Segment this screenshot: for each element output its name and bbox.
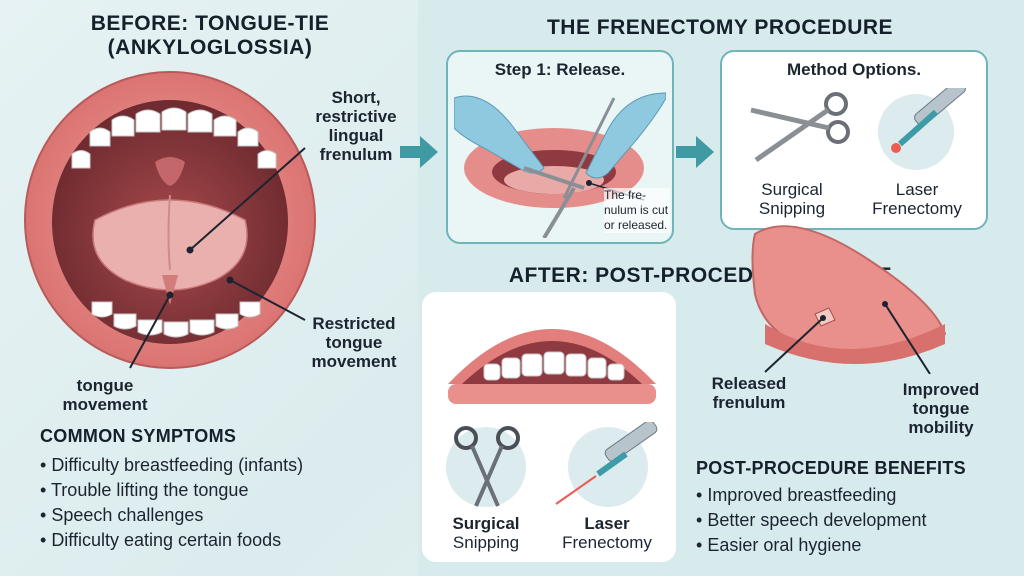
methods-panel: Method Options. Surgical Snipping Laser … <box>720 50 988 230</box>
benefits-list: Improved breastfeeding Better speech dev… <box>696 483 1016 558</box>
after-laser-label: Laser Frenectomy <box>562 514 652 552</box>
symptoms-section: COMMON SYMPTOMS Difficulty breastfeeding… <box>40 426 400 553</box>
arrow-right-icon <box>676 136 714 168</box>
tongue-tie-mouth-illustration <box>24 71 316 369</box>
list-item: Trouble lifting the tongue <box>40 478 400 503</box>
label-restricted-movement: Restricted tongue movement <box>311 314 397 371</box>
step1-title: Step 1: Release. <box>494 60 626 79</box>
method-laser-label: Laser Frenectomy <box>872 180 962 218</box>
methods-title: Method Options. <box>786 60 922 79</box>
list-item: Improved breastfeeding <box>696 483 1016 508</box>
before-title-line2: (ANKYLOGLOSSIA) <box>107 36 313 59</box>
benefits-title: POST-PROCEDURE BENEFITS <box>696 458 966 478</box>
benefits-section: POST-PROCEDURE BENEFITS Improved breastf… <box>696 458 1016 558</box>
list-item: Easier oral hygiene <box>696 533 1016 558</box>
list-item: Speech challenges <box>40 503 400 528</box>
label-short-frenulum: Short, restrictive lingual frenulum <box>315 88 397 164</box>
list-item: Better speech development <box>696 508 1016 533</box>
arrow-right-icon <box>400 136 438 168</box>
list-item: Difficulty breastfeeding (infants) <box>40 453 400 478</box>
before-title-line1: BEFORE: TONGUE-TIE <box>90 12 330 35</box>
laser-tool-icon <box>878 88 966 170</box>
step1-caption: The fre- nulum is cut or released. <box>604 188 670 233</box>
symptoms-list: Difficulty breastfeeding (infants) Troub… <box>40 453 400 553</box>
procedure-title: THE FRENECTOMY PROCEDURE <box>546 16 894 39</box>
before-title: BEFORE: TONGUE-TIE (ANKYLOGLOSSIA) <box>40 12 380 60</box>
label-released-frenulum: Released frenulum <box>711 374 787 412</box>
scissors-icon <box>446 426 526 507</box>
label-tongue-movement: tongue movement <box>62 376 148 414</box>
after-panel: Surgical Snipping Laser Frenectomy <box>422 292 676 562</box>
step1-panel: Step 1: Release. The fre- nulum is cut o… <box>446 50 674 244</box>
method-surgical-label: Surgical Snipping <box>758 180 826 218</box>
frenulum <box>162 275 178 305</box>
label-improved-mobility: Improved tongue mobility <box>902 380 980 437</box>
scissors-icon <box>750 92 850 163</box>
symptoms-title: COMMON SYMPTOMS <box>40 426 237 446</box>
laser-tool-icon <box>555 422 658 507</box>
list-item: Difficulty eating certain foods <box>40 528 400 553</box>
upper-teeth <box>71 107 277 169</box>
raised-tongue-illustration <box>751 225 947 374</box>
after-surgical-label: Surgical Snipping <box>452 514 520 552</box>
lower-teeth <box>91 301 261 338</box>
surgeon-hands-illustration <box>454 92 666 238</box>
tongue <box>92 199 248 291</box>
uvula <box>155 157 185 186</box>
healed-mouth-illustration <box>448 329 656 404</box>
